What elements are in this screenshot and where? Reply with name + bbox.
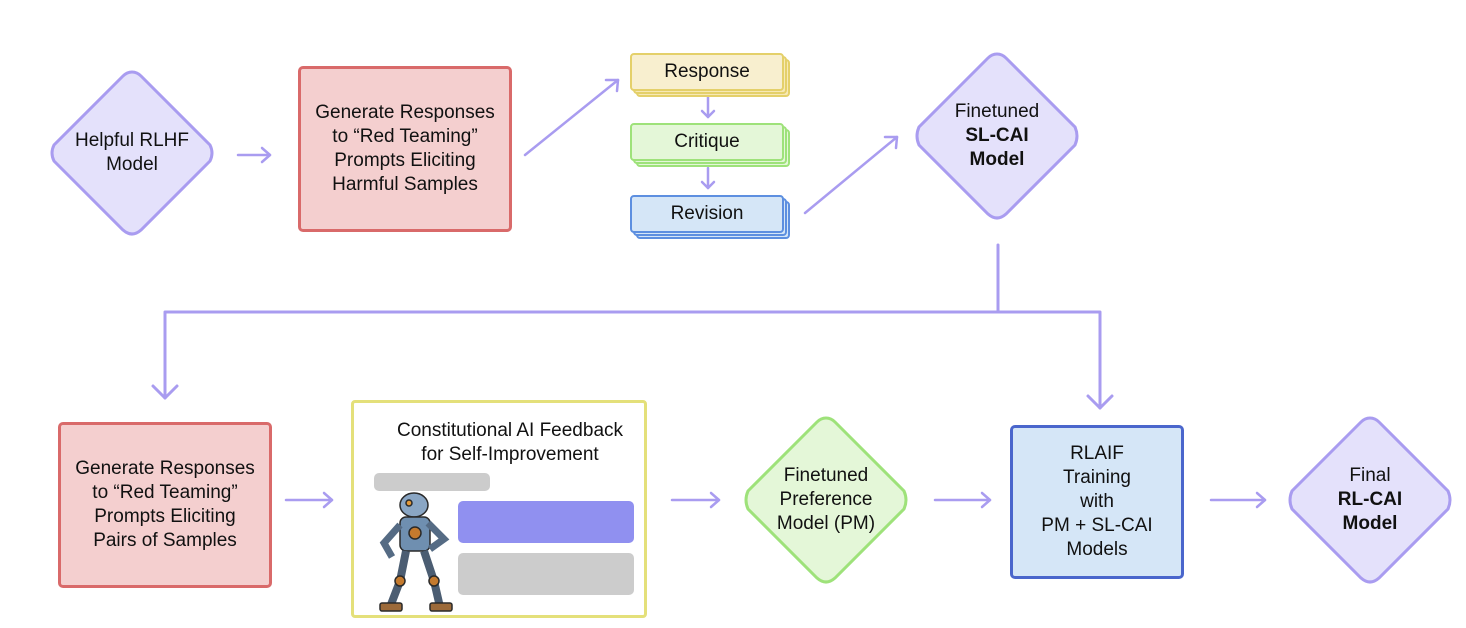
purple-chat-bubble [458,501,634,543]
response-stack: Response [630,53,792,99]
critique-label: Critique [674,131,740,152]
final-model-line-bold: Model [1342,513,1398,534]
generate-responses-pairs-box: Generate Responses to “Red Teaming” Prom… [58,422,272,588]
pm-line: Preference [779,489,873,510]
arrow-pm-to-rlaif [933,491,992,509]
arrow-response-to-critique [700,95,716,119]
generate-pairs-line: Prompts Eliciting [94,506,236,527]
arrow-rlaif-to-final [1209,491,1267,509]
helpful-model-line: Helpful RLHF [74,130,190,151]
arrow-critique-to-revision [700,166,716,190]
generate-responses-harmful-box: Generate Responses to “Red Teaming” Prom… [298,66,512,232]
arrow-revision-to-slcai [803,135,899,215]
generate-pairs-line: to “Red Teaming” [92,482,238,503]
arrow-slcai-branch [151,243,1114,410]
final-rl-cai-model-diamond: Final RL-CAI Model [1284,414,1456,586]
rlaif-line: Training [1063,467,1131,488]
sl-cai-line: Finetuned [954,101,1040,122]
sl-cai-line-bold: SL-CAI [965,125,1029,146]
arrow-generate-to-response [523,78,620,157]
final-model-line-bold: RL-CAI [1337,489,1403,510]
rlaif-line: Models [1066,539,1128,560]
arrow-generate2-to-feedback [284,491,334,509]
helpful-model-line: Model [106,154,158,175]
rlaif-line: PM + SL-CAI [1041,515,1153,536]
constitutional-ai-feedback-box: Constitutional AI Feedback for Self-Impr… [351,400,647,618]
response-label: Response [664,61,750,82]
gray-chat-bubble [458,553,634,595]
rlaif-training-box: RLAIF Training with PM + SL-CAI Models [1010,425,1184,579]
critique-stack: Critique [630,123,792,169]
final-model-line: Final [1349,465,1391,486]
revision-label: Revision [670,203,744,224]
thinking-robot-image [379,492,453,612]
generate-harmful-line: Generate Responses [315,102,495,123]
feedback-title: Constitutional AI Feedback for Self-Impr… [380,419,640,467]
generate-pairs-line: Pairs of Samples [93,530,237,551]
preference-model-diamond: Finetuned Preference Model (PM) [740,414,912,586]
rlaif-line: RLAIF [1070,443,1124,464]
pm-line: Model (PM) [776,513,876,534]
helpful-rlhf-model-diamond: Helpful RLHF Model [46,68,218,238]
sl-cai-model-diamond: Finetuned SL-CAI Model [911,50,1083,222]
generate-harmful-line: Prompts Eliciting [334,150,476,171]
arrow-helpful-to-generate [236,146,272,164]
rlaif-line: with [1080,491,1114,512]
generate-pairs-line: Generate Responses [75,458,255,479]
feedback-title-line: for Self-Improvement [421,444,599,465]
generate-harmful-line: Harmful Samples [332,174,478,195]
arrow-feedback-to-pm [670,491,721,509]
feedback-title-line: Constitutional AI Feedback [396,420,624,441]
sl-cai-line-bold: Model [969,149,1025,170]
generate-harmful-line: to “Red Teaming” [332,126,478,147]
gray-chat-bubble-small [374,473,490,491]
revision-stack: Revision [630,195,792,241]
pm-line: Finetuned [783,465,869,486]
